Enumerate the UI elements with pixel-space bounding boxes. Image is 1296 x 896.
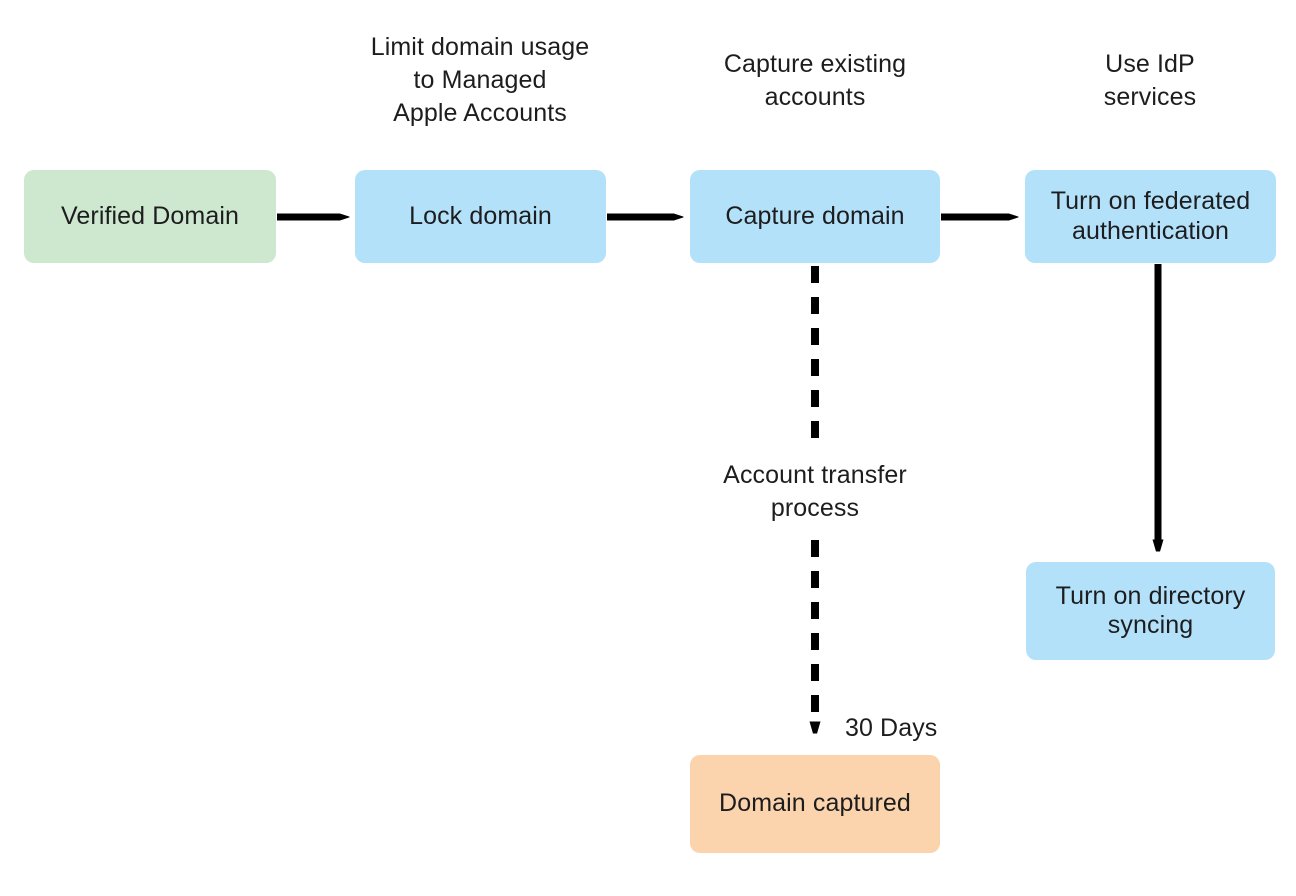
- node-turn-on-federated-authentication[interactable]: Turn on federated authentication: [1025, 170, 1276, 263]
- edge-label-30-days: 30 Days: [845, 714, 938, 742]
- node-verified-domain-label: Verified Domain: [61, 201, 239, 230]
- caption-federated-authentication: Use IdP services: [1103, 50, 1197, 111]
- node-domain-captured[interactable]: Domain captured: [690, 755, 940, 853]
- node-lock-domain-label: Lock domain: [409, 201, 552, 230]
- edge-label-account-transfer-process: Account transfer process: [723, 461, 907, 522]
- node-federated-authentication-label: Turn on federated authentication: [1050, 187, 1251, 245]
- node-capture-domain-label: Capture domain: [725, 201, 905, 230]
- node-turn-on-directory-syncing[interactable]: Turn on directory syncing: [1026, 562, 1275, 660]
- node-lock-domain[interactable]: Lock domain: [355, 170, 606, 263]
- caption-capture-domain: Capture existing accounts: [723, 50, 907, 111]
- caption-lock-domain: Limit domain usage to Managed Apple Acco…: [370, 33, 590, 127]
- node-domain-captured-label: Domain captured: [719, 789, 911, 818]
- node-verified-domain[interactable]: Verified Domain: [24, 170, 276, 263]
- node-directory-syncing-label: Turn on directory syncing: [1055, 581, 1246, 639]
- node-capture-domain[interactable]: Capture domain: [690, 170, 940, 263]
